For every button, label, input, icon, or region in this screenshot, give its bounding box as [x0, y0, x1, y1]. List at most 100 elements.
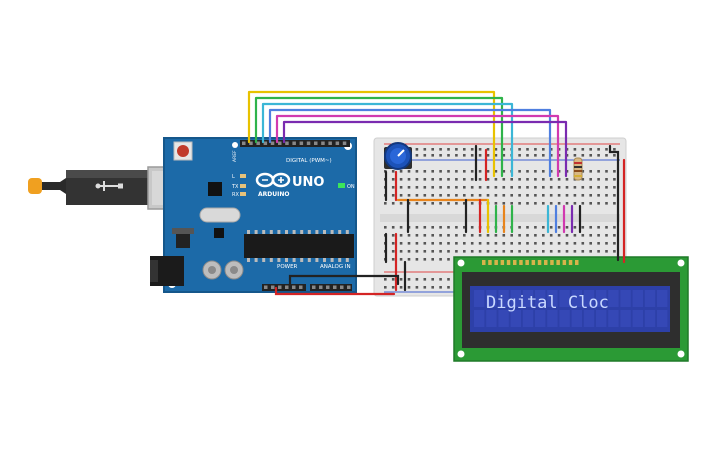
bb-hole[interactable] — [439, 226, 442, 229]
bb-hole[interactable] — [391, 242, 395, 245]
bb-hole[interactable] — [518, 234, 521, 237]
bb-hole[interactable] — [494, 178, 498, 181]
bb-hole[interactable] — [423, 278, 427, 281]
bb-hole[interactable] — [494, 170, 498, 173]
bb-hole[interactable] — [407, 278, 411, 281]
bb-hole[interactable] — [542, 186, 545, 189]
bb-hole[interactable] — [581, 186, 585, 189]
lcd-pin[interactable] — [537, 260, 542, 265]
bb-hole[interactable] — [613, 194, 616, 197]
bb-hole[interactable] — [581, 148, 585, 151]
bb-hole[interactable] — [399, 178, 403, 181]
bb-hole[interactable] — [581, 194, 585, 197]
bb-hole[interactable] — [391, 170, 395, 173]
bb-hole[interactable] — [391, 194, 395, 197]
bb-hole[interactable] — [391, 226, 395, 229]
bb-hole[interactable] — [597, 148, 600, 151]
bb-hole[interactable] — [526, 202, 529, 205]
bb-hole[interactable] — [415, 242, 419, 245]
bb-hole[interactable] — [384, 286, 387, 289]
bb-hole[interactable] — [447, 194, 450, 197]
bb-hole[interactable] — [439, 148, 442, 151]
bb-hole[interactable] — [486, 154, 490, 157]
bb-hole[interactable] — [549, 148, 553, 151]
bb-hole[interactable] — [494, 186, 498, 189]
bb-hole[interactable] — [407, 178, 411, 181]
bb-hole[interactable] — [431, 234, 434, 237]
bb-hole[interactable] — [407, 258, 411, 261]
bb-hole[interactable] — [565, 226, 569, 229]
bb-hole[interactable] — [542, 194, 545, 197]
bb-hole[interactable] — [407, 250, 411, 253]
wire-bundle[interactable] — [247, 90, 568, 178]
bb-hole[interactable] — [542, 154, 545, 157]
header-pin[interactable] — [278, 285, 282, 290]
bb-hole[interactable] — [431, 154, 434, 157]
bb-hole[interactable] — [502, 154, 506, 157]
bb-hole[interactable] — [589, 154, 592, 157]
bb-hole[interactable] — [463, 242, 466, 245]
bb-hole[interactable] — [463, 226, 466, 229]
bb-hole[interactable] — [534, 170, 537, 173]
bb-hole[interactable] — [463, 202, 466, 205]
bb-hole[interactable] — [534, 202, 537, 205]
bb-hole[interactable] — [589, 234, 592, 237]
bb-hole[interactable] — [455, 226, 458, 229]
bb-hole[interactable] — [518, 226, 521, 229]
bb-hole[interactable] — [415, 170, 419, 173]
bb-hole[interactable] — [502, 242, 506, 245]
bb-hole[interactable] — [470, 194, 474, 197]
header-pin[interactable] — [271, 285, 275, 290]
bb-hole[interactable] — [502, 194, 506, 197]
bb-hole[interactable] — [542, 170, 545, 173]
bb-hole[interactable] — [518, 250, 521, 253]
bb-hole[interactable] — [534, 186, 537, 189]
bb-hole[interactable] — [589, 148, 592, 151]
bb-hole[interactable] — [463, 194, 466, 197]
bb-hole[interactable] — [526, 242, 529, 245]
bb-hole[interactable] — [391, 178, 395, 181]
bb-hole[interactable] — [423, 202, 427, 205]
bb-hole[interactable] — [399, 202, 403, 205]
bb-hole[interactable] — [518, 148, 521, 151]
bb-hole[interactable] — [455, 202, 458, 205]
bb-hole[interactable] — [407, 242, 411, 245]
header-pin[interactable] — [263, 141, 268, 146]
bb-hole[interactable] — [494, 242, 498, 245]
resistor-icon[interactable] — [573, 157, 583, 181]
bb-hole[interactable] — [557, 226, 561, 229]
bb-hole[interactable] — [534, 178, 537, 181]
bb-hole[interactable] — [597, 178, 600, 181]
bb-hole[interactable] — [439, 258, 442, 261]
bb-hole[interactable] — [423, 286, 427, 289]
header-pin[interactable] — [278, 141, 282, 146]
bb-hole[interactable] — [455, 194, 458, 197]
bb-hole[interactable] — [439, 194, 442, 197]
bb-hole[interactable] — [613, 250, 616, 253]
bb-hole[interactable] — [573, 194, 577, 197]
bb-hole[interactable] — [557, 186, 561, 189]
bb-hole[interactable] — [526, 154, 529, 157]
lcd-pin[interactable] — [500, 260, 505, 265]
bb-hole[interactable] — [447, 178, 450, 181]
bb-hole[interactable] — [573, 148, 577, 151]
bb-hole[interactable] — [605, 170, 608, 173]
bb-hole[interactable] — [589, 178, 592, 181]
bb-hole[interactable] — [431, 170, 434, 173]
bb-hole[interactable] — [384, 278, 387, 281]
bb-hole[interactable] — [542, 178, 545, 181]
bb-hole[interactable] — [470, 170, 474, 173]
lcd-16x2[interactable]: Digital Cloc — [453, 256, 689, 362]
bb-hole[interactable] — [431, 278, 434, 281]
bb-hole[interactable] — [526, 226, 529, 229]
bb-hole[interactable] — [447, 186, 450, 189]
bb-hole[interactable] — [399, 242, 403, 245]
bb-hole[interactable] — [502, 178, 506, 181]
header-pin[interactable] — [299, 141, 304, 146]
header-pin[interactable] — [299, 285, 303, 290]
bb-hole[interactable] — [439, 154, 442, 157]
jumper-wires[interactable] — [274, 144, 626, 296]
bb-hole[interactable] — [463, 154, 466, 157]
bb-hole[interactable] — [605, 226, 608, 229]
